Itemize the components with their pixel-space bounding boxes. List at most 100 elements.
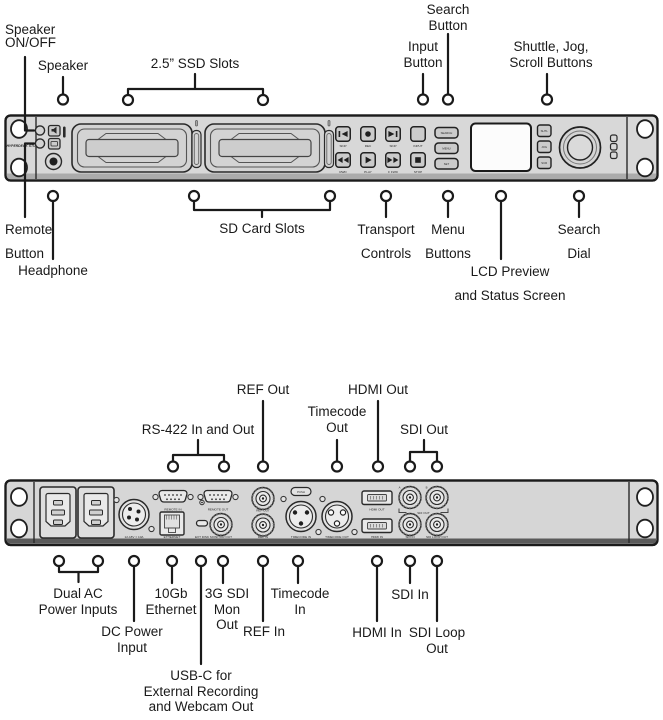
- callout-speaker-onoff: Speaker ON/OFF: [5, 23, 56, 50]
- callout-sdi-out: SDI Out: [400, 422, 448, 438]
- callout-shuttle-jog-scroll: Shuttle, Jog, Scroll Buttons: [509, 39, 592, 70]
- callout-line: Search: [426, 2, 470, 17]
- menu-button[interactable]: MENU: [434, 142, 459, 155]
- dual-ac-bracket-line: [57, 564, 100, 584]
- input-button[interactable]: [410, 126, 426, 142]
- rack-ear-holes-rear: [10, 487, 654, 539]
- remote-out-label: REMOTE OUT: [208, 508, 229, 512]
- rack-ear-dividers-rear: [33, 482, 630, 543]
- callout-remote-button: Remote Button: [5, 218, 52, 265]
- hdmi-in-port[interactable]: HDMI IN: [361, 518, 393, 539]
- callout-line: SD Card Slots: [219, 221, 305, 236]
- monitor-out-bnc[interactable]: MONITOR OUT: [209, 512, 233, 540]
- front-panel: HYPERDECK STUDIO: [4, 114, 659, 182]
- callout-line: 2.5” SSD Slots: [150, 56, 240, 71]
- callout-sd-card-slots: SD Card Slots: [219, 221, 305, 237]
- set-button[interactable]: SET: [434, 157, 459, 170]
- callout-line: Timecode: [307, 404, 367, 419]
- rwd-label: RWD: [339, 170, 347, 174]
- timecode-out-label: TIMECODE OUT: [325, 535, 349, 539]
- front-panel-bevel: [7, 173, 656, 179]
- callout-line: Button: [403, 54, 443, 70]
- search-dial[interactable]: [558, 126, 602, 169]
- search-button[interactable]: SEARCH: [434, 126, 459, 139]
- dc-power-xlr[interactable]: 12-18V = 10A: [113, 496, 155, 539]
- sdi-loop-out-bnc[interactable]: SDI LOOP OUT: [425, 512, 449, 540]
- callout-line: SDI In: [391, 587, 429, 602]
- rear-panel: 12-18V = 10A REMOTE IN REMOTE OUT ETHERN…: [4, 479, 659, 547]
- shtl-label: SHTL: [541, 129, 549, 133]
- callout-sdi-mon: 3G SDI Mon Out: [205, 586, 249, 633]
- fast-forward-button[interactable]: [385, 152, 401, 168]
- callout-line: REF Out: [236, 382, 290, 397]
- callout-dual-ac: Dual AC Power Inputs: [39, 586, 118, 617]
- callout-ssd-slots: 2.5” SSD Slots: [151, 56, 240, 72]
- headphone-jack[interactable]: [44, 152, 63, 171]
- callout-line: SDI Out: [399, 422, 449, 437]
- ssd-slot-2[interactable]: [204, 123, 326, 173]
- rem-button[interactable]: [47, 137, 61, 150]
- usb-c-port[interactable]: EXT DISK: [195, 499, 210, 539]
- search-button-label: SEARCH: [441, 131, 453, 135]
- timecode-out-xlr[interactable]: TIMECODE OUT: [319, 495, 358, 539]
- callout-speaker: Speaker: [38, 58, 88, 74]
- callout-line: and Status Screen: [454, 287, 566, 303]
- callout-ref-in: REF In: [243, 624, 285, 640]
- callout-line: Dial: [567, 245, 591, 261]
- remote-out-port[interactable]: REMOTE OUT: [197, 489, 239, 512]
- sdi-out-label: SDI OUT: [417, 511, 430, 515]
- callout-line: Scroll Buttons: [509, 54, 593, 70]
- skip-back-button[interactable]: [335, 126, 351, 142]
- rack-ear-holes-front: [10, 119, 654, 178]
- callout-line: Out: [326, 419, 348, 435]
- sdi-out-bracket: [398, 508, 449, 513]
- skip-forward-button[interactable]: [385, 126, 401, 142]
- callout-line: Dual AC: [53, 586, 103, 601]
- ac-power-inlet-2[interactable]: [77, 486, 115, 539]
- transport-controls: SKIP REC SKIP INPUT RWD PLAY F FWD STOP: [335, 126, 426, 174]
- callout-menu-buttons: Menu Buttons: [425, 218, 471, 265]
- speaker-onoff-button[interactable]: [34, 125, 46, 136]
- ac-power-inlet-1[interactable]: [39, 486, 77, 539]
- sdi-out-bracket-line: [408, 438, 439, 463]
- record-button[interactable]: [360, 126, 376, 142]
- hdmi-out-port[interactable]: HDMI OUT: [361, 490, 393, 512]
- callout-line: HDMI Out: [347, 382, 409, 397]
- sdi-out-a-bnc[interactable]: [398, 485, 422, 510]
- front-led-bar: [63, 126, 66, 138]
- rewind-button[interactable]: [335, 152, 351, 168]
- callout-timecode-out: Timecode Out: [308, 404, 367, 435]
- callout-sdi-in: SDI In: [391, 587, 429, 603]
- callout-hdmi-in: HDMI In: [352, 625, 402, 641]
- shuttle-button[interactable]: SHTL: [536, 124, 552, 138]
- jog-button[interactable]: JOG: [536, 140, 552, 154]
- play-label: PLAY: [364, 170, 372, 174]
- callout-dots: [46, 93, 586, 568]
- stop-button[interactable]: [410, 152, 426, 168]
- play-button[interactable]: [360, 152, 376, 168]
- ssd-slot-1[interactable]: [71, 123, 193, 173]
- callout-line: Button: [5, 245, 45, 261]
- speaker-onoff-line: [23, 55, 36, 132]
- lcd-screen: [470, 122, 532, 172]
- rec-label: REC: [365, 144, 372, 148]
- callout-headphone: Headphone: [18, 263, 88, 279]
- timecode-in-xlr[interactable]: PUSH TIMECODE IN: [280, 486, 322, 540]
- sdi-in-bnc[interactable]: SDI IN: [398, 512, 422, 540]
- ref-in-label: REF IN: [258, 535, 268, 539]
- input-label: INPUT: [413, 144, 422, 148]
- callout-line: HDMI In: [352, 625, 402, 640]
- scr-label: SCR: [541, 161, 547, 165]
- remote-in-port[interactable]: REMOTE IN: [152, 489, 194, 512]
- callout-line: Out: [216, 617, 238, 632]
- scroll-button[interactable]: SCR: [536, 156, 552, 170]
- rs422-bracket-line: [171, 438, 226, 463]
- ref-out-bnc[interactable]: REF OUT: [251, 486, 275, 513]
- dial-mode-buttons: SHTL JOG SCR: [536, 124, 552, 170]
- speaker-icon-button[interactable]: [47, 124, 61, 137]
- remote-indicator-button[interactable]: [34, 138, 46, 149]
- ethernet-port[interactable]: ETHERNET: [159, 511, 185, 539]
- ref-in-bnc[interactable]: REF IN: [251, 513, 275, 539]
- sdi-out-b-bnc[interactable]: [425, 485, 449, 510]
